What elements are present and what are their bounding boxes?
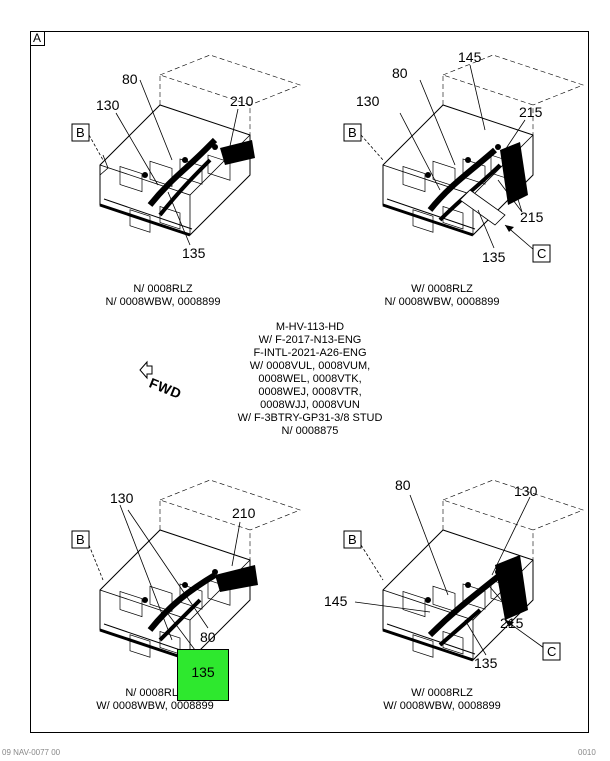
box-b-bl: B	[76, 532, 85, 547]
callout-130-tl: 130	[96, 97, 120, 113]
callout-210-bl: 210	[232, 505, 256, 521]
caption-top-right: W/ 0008RLZ N/ 0008WBW, 0008899	[367, 283, 517, 309]
condition-line: N/ 0008875	[281, 425, 339, 437]
callout-210-tl: 210	[230, 93, 254, 109]
box-c-tr: C	[537, 246, 546, 261]
footer-left: 09 NAV-0077 00	[2, 748, 61, 757]
condition-line: W/ F-3BTRY-GP31-3/8 STUD	[237, 412, 383, 424]
caption-bottom-left: N/ 0008RLZ W/ 0008WBW, 0008899	[80, 687, 230, 713]
callout-145-tr: 145	[458, 49, 482, 65]
caption-line: W/ 0008RLZ	[411, 283, 473, 295]
condition-line: M-HV-113-HD	[275, 321, 345, 333]
view-bottom-right	[343, 478, 585, 662]
caption-line: N/ 0008RLZ	[125, 687, 185, 699]
callout-135-tl: 135	[182, 245, 206, 261]
caption-line: W/ 0008WBW, 0008899	[96, 700, 214, 712]
fwd-arrow-icon	[139, 360, 153, 380]
condition-line: 0008WJJ, 0008VUN	[260, 399, 360, 411]
caption-line: N/ 0008RLZ	[133, 283, 193, 295]
caption-top-left: N/ 0008RLZ N/ 0008WBW, 0008899	[88, 283, 238, 309]
drawing-frame	[30, 31, 589, 733]
footer-right: 0010	[578, 748, 596, 757]
callout-80-tr: 80	[392, 65, 408, 81]
caption-line: W/ 0008WBW, 0008899	[383, 700, 501, 712]
condition-line: F-INTL-2021-A26-ENG	[253, 347, 367, 359]
condition-line: 0008WEL, 0008VTK,	[258, 373, 362, 385]
view-top-right	[343, 53, 585, 263]
caption-line: N/ 0008WBW, 0008899	[105, 296, 221, 308]
condition-line: 0008WEJ, 0008VTR,	[258, 386, 362, 398]
callout-135-tr: 135	[482, 249, 506, 265]
callout-145-br: 145	[324, 593, 348, 609]
callout-130-br: 130	[514, 483, 538, 499]
condition-line: W/ F-2017-N13-ENG	[258, 334, 362, 346]
box-b-br: B	[348, 532, 357, 547]
caption-line: N/ 0008WBW, 0008899	[384, 296, 500, 308]
box-b-tr: B	[348, 125, 357, 140]
callout-215-tr-a: 215	[519, 104, 543, 120]
callout-130-bl: 130	[110, 490, 134, 506]
callout-135-bl: 135	[191, 664, 215, 680]
view-bottom-left	[71, 478, 302, 662]
callout-80-tl: 80	[122, 71, 138, 87]
callout-135-br: 135	[474, 655, 498, 671]
highlighted-callout-135[interactable]: 135	[177, 649, 229, 701]
callout-80-br: 80	[395, 477, 411, 493]
caption-line: W/ 0008RLZ	[411, 687, 473, 699]
box-c-br: C	[547, 644, 556, 659]
callout-215-br: 215	[500, 615, 524, 631]
frame-label: A	[30, 31, 45, 46]
condition-line: W/ 0008VUL, 0008VUM,	[249, 360, 371, 372]
callout-215-tr-b: 215	[520, 209, 544, 225]
caption-bottom-right: W/ 0008RLZ W/ 0008WBW, 0008899	[367, 687, 517, 713]
view-top-left	[71, 53, 302, 246]
callout-80-bl: 80	[200, 629, 216, 645]
callout-130-tr: 130	[356, 93, 380, 109]
conditions-block: M-HV-113-HD W/ F-2017-N13-ENG F-INTL-202…	[210, 321, 410, 438]
box-b-tl: B	[76, 125, 85, 140]
